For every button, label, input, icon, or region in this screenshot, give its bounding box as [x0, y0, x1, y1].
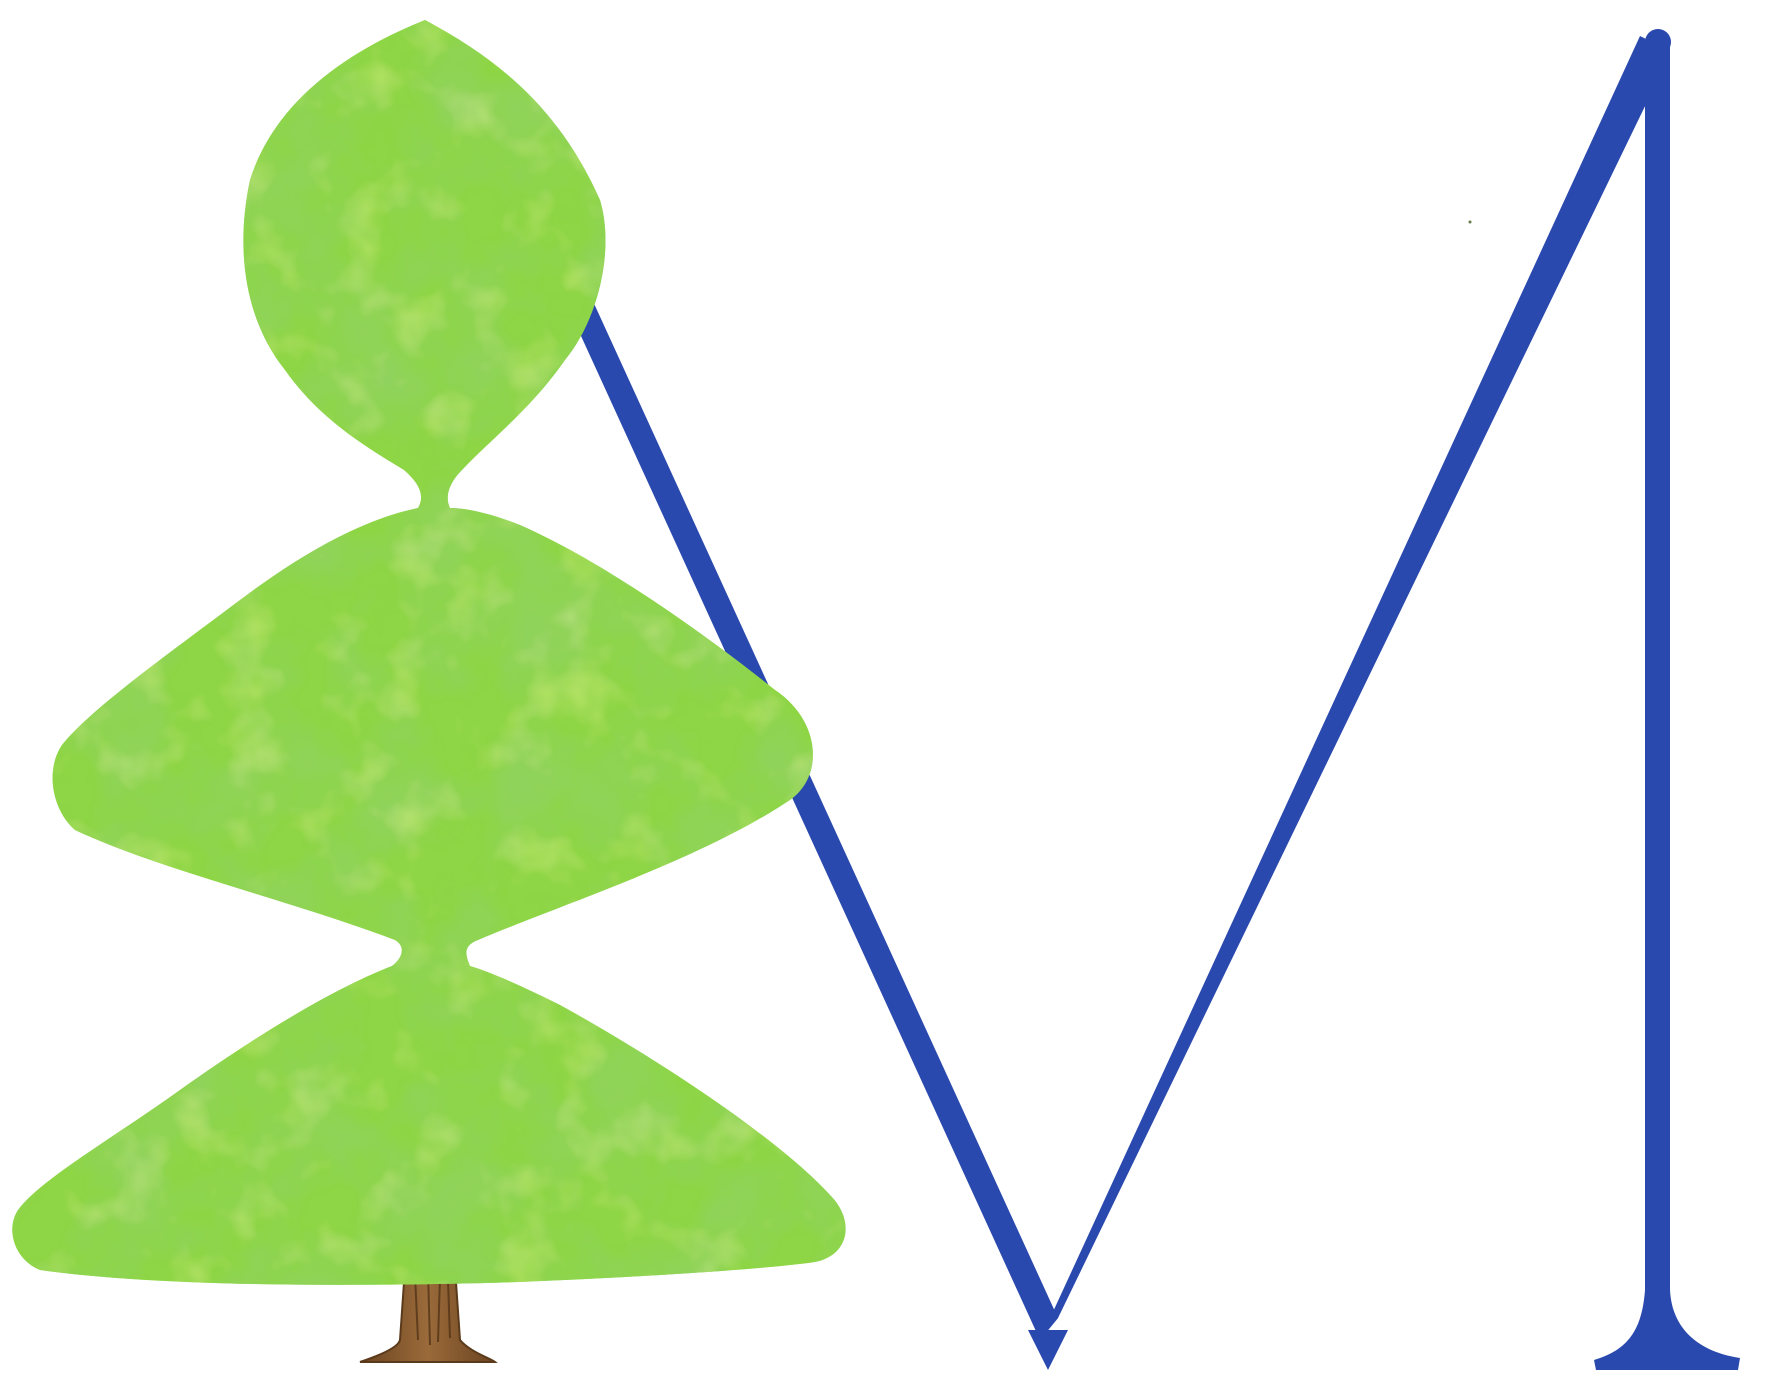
speck — [1468, 220, 1472, 224]
letter-m-right-diagonal — [1040, 36, 1648, 1340]
tree-trunk — [359, 1267, 498, 1363]
letter-m-v-point — [1028, 1330, 1068, 1370]
letter-m-right-stem — [1594, 40, 1740, 1370]
letter-m — [560, 29, 1740, 1370]
letter-m-left-diagonal — [560, 286, 1058, 1340]
topiary-tree — [12, 20, 846, 1363]
